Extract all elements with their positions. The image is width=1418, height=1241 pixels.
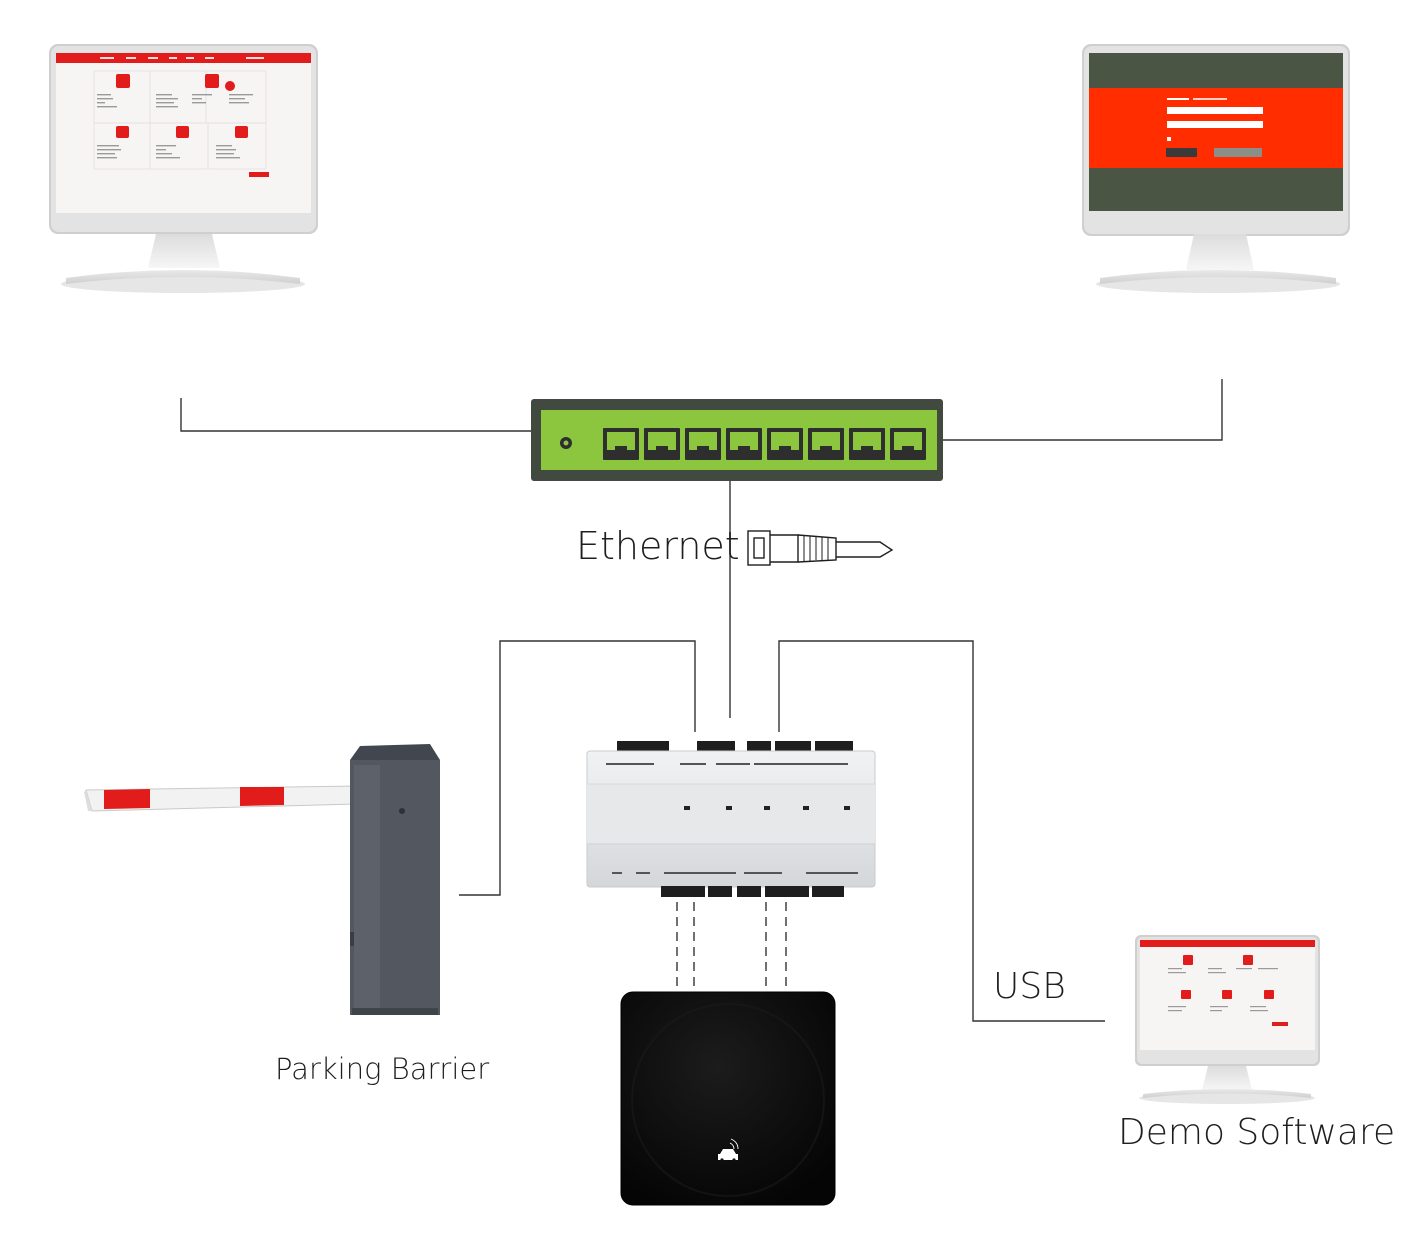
wire-reader-controller <box>676 902 787 993</box>
uhf-reader <box>620 991 836 1206</box>
rj45-plug-icon <box>747 530 894 566</box>
usb-label: USB <box>993 966 1066 1007</box>
network-switch <box>531 399 943 481</box>
wire-left-monitor-switch <box>180 398 531 432</box>
car-icon <box>718 1149 738 1162</box>
connection-wires <box>180 379 1223 1022</box>
monitor-demo <box>1135 935 1320 1104</box>
ethernet-label: Ethernet <box>576 524 740 568</box>
parking-barrier <box>84 744 440 1015</box>
demo-software-label: Demo Software <box>1118 1112 1396 1153</box>
dashboard-tiles <box>93 70 267 170</box>
access-controller <box>586 741 876 897</box>
parking-barrier-label: Parking Barrier <box>275 1052 490 1086</box>
wire-right-monitor-switch <box>943 379 1223 441</box>
monitor-right <box>1082 44 1350 293</box>
monitor-left <box>49 44 318 293</box>
wire-barrier-controller <box>459 640 696 896</box>
wire-controller-usb <box>778 640 1105 1022</box>
